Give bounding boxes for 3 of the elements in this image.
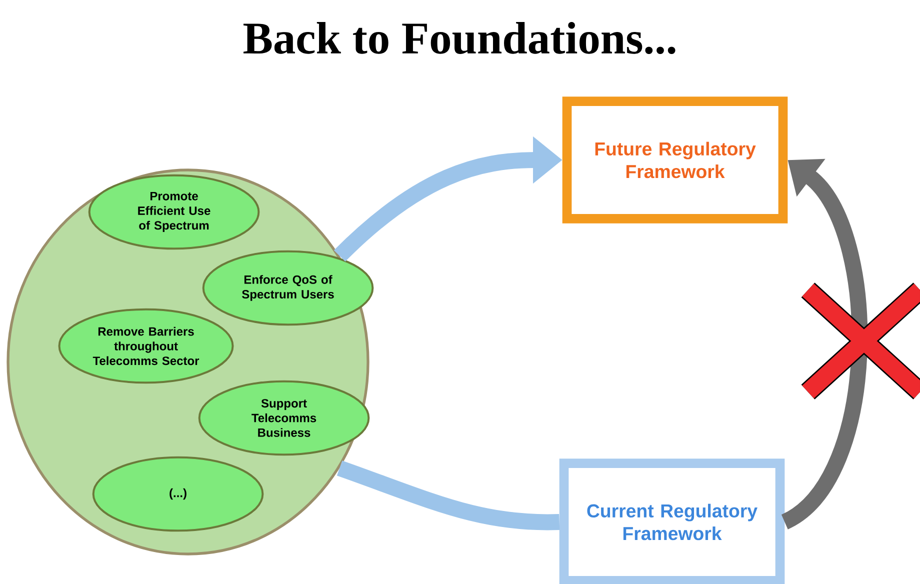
framework-box: Current Regulatory Framework bbox=[559, 458, 785, 584]
title: Back to Foundations... bbox=[244, 22, 676, 54]
framework-box: Future Regulatory Framework bbox=[562, 96, 788, 224]
